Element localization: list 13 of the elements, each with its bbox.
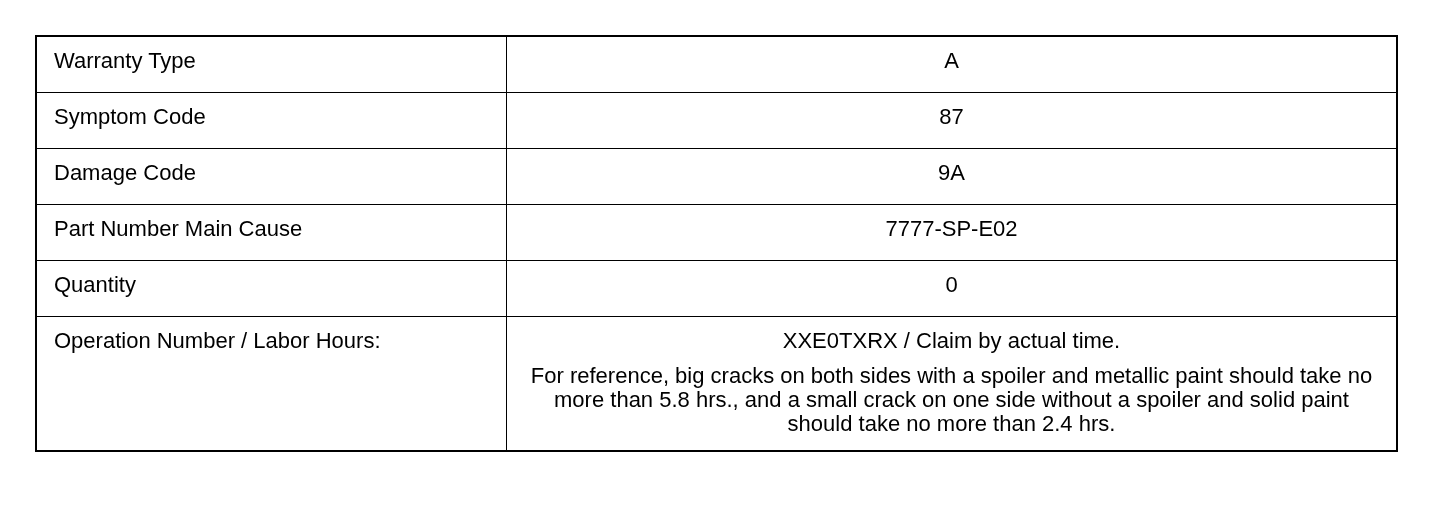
field-label: Damage Code: [54, 160, 196, 186]
field-label: Operation Number / Labor Hours:: [54, 328, 381, 354]
field-value: 87: [939, 104, 964, 130]
note-paragraph: For reference, big cracks on both sides with a spoiler and metallic paint should take no more than 5.8 hrs., and a small crack on one side without a spoiler and solid paint should take no more than 2.4 hrs.: [529, 364, 1374, 436]
field-label: Part Number Main Cause: [54, 216, 303, 242]
field-value: XXE0TXRX / Claim by actual time.: [782, 328, 1121, 354]
field-label: Warranty Type: [54, 48, 196, 74]
field-label: Symptom Code: [54, 104, 206, 130]
field-value: 7777-SP-E02: [885, 216, 1018, 242]
field-value: A: [944, 48, 959, 74]
field-value: 0: [945, 272, 958, 298]
field-value: 9A: [938, 160, 965, 186]
field-label: Quantity: [54, 272, 136, 298]
